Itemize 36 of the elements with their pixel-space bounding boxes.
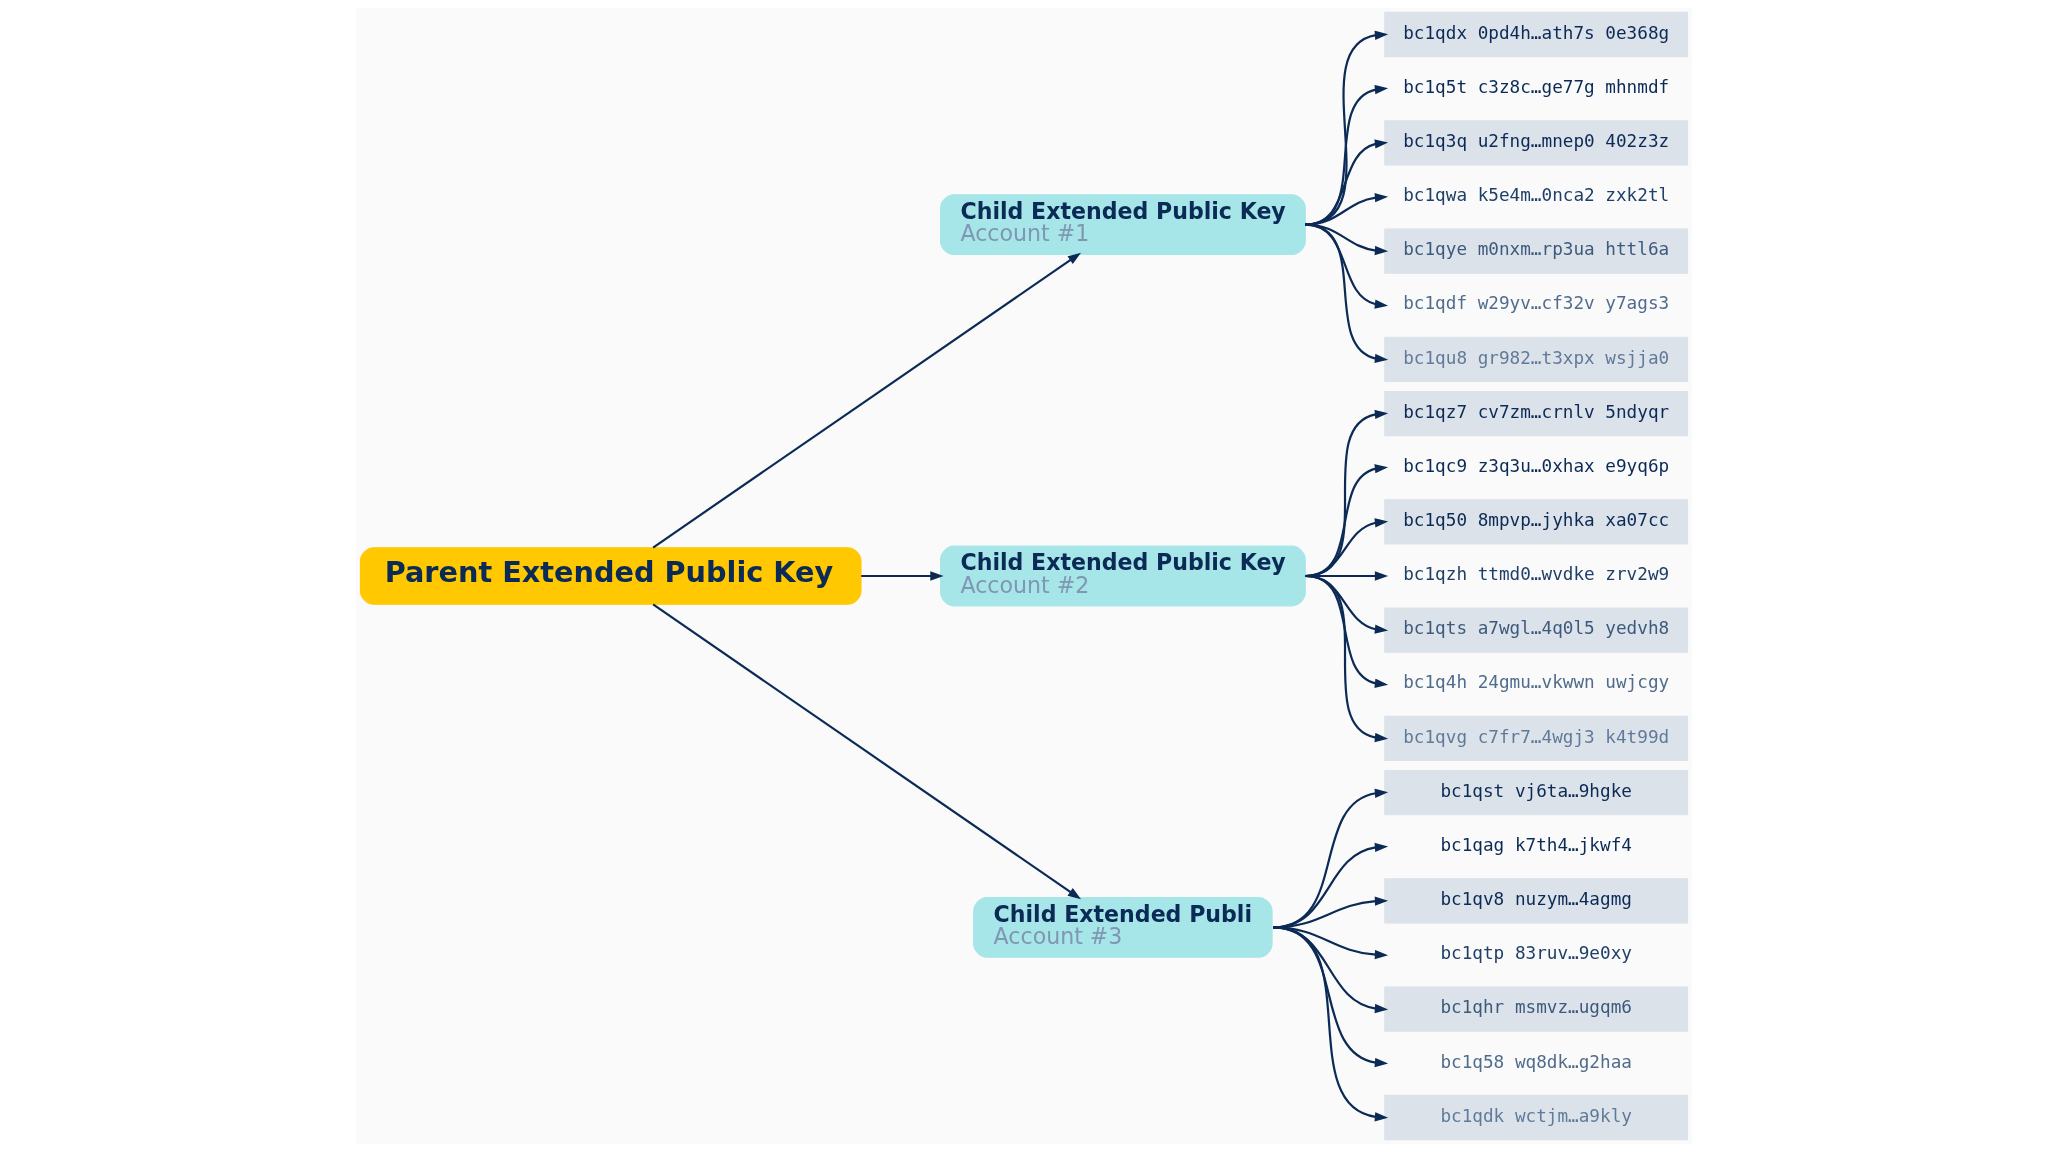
arrow [652,603,1082,900]
node-box: bc1q3q u2fng…mnep0 402z3z [1384,120,1689,166]
node-box: bc1qv8 nuzym…4agmg [1384,878,1689,924]
node-box: Child Extended Public Key Account #2 [940,545,1306,607]
node-box: bc1qye m0nxm…rp3ua httl6a [1384,228,1689,274]
node-box: bc1qst vj6ta…9hgke [1384,769,1689,816]
node-box: bc1qdx 0pd4h…ath7s 0e368g [1384,11,1689,58]
node-box: bc1qhr msmvz…ugqm6 [1384,986,1689,1032]
arrow [1305,192,1389,226]
node-text: bc1qc9 z3q3u…0xhax e9yq6p [1403,455,1670,476]
node-text: bc1q5t c3z8c…ge77g mhnmdf [1403,76,1670,97]
node-box: bc1q50 8mpvp…jyhka xa07cc [1384,499,1689,545]
arrow [1305,85,1389,226]
arrow [1305,30,1389,226]
node-box: bc1qz7 cv7zm…crnlv 5ndyqr [1384,390,1689,437]
arrow [861,571,944,581]
node-box: Child Extended Publi Account #3 [973,897,1273,958]
node-box: Parent Extended Public Key [359,547,862,605]
node-text: bc1q58 wq8dk…g2haa [1440,1051,1632,1072]
arrow [652,252,1082,549]
node-box: bc1qvg c7fr7…4wgj3 k4t99d [1384,715,1689,762]
node-text: bc1qzh ttmd0…wvdke zrv2w9 [1403,564,1670,585]
arrow [1305,574,1389,743]
node-box: bc1qdk wctjm…a9kly [1384,1094,1689,1141]
node-text: bc1qag k7th4…jkwf4 [1440,834,1632,855]
arrow [1273,926,1389,1122]
node-text: bc1qtp 83ruv…9e0xy [1440,943,1632,964]
node-text: bc1qdf w29yv…cf32v y7ags3 [1403,293,1670,314]
node-box: bc1qts a7wgl…4q0l5 yedvh8 [1384,607,1689,653]
arrow [1305,139,1389,226]
node-text: bc1qwa k5e4m…0nca2 zxk2tl [1403,185,1670,206]
node-text: bc1q4h 24gmu…vkwwn uwjcgy [1403,672,1670,693]
node-box: bc1qu8 gr982…t3xpx wsjja0 [1384,336,1689,383]
arrow [1305,223,1389,364]
node-box: Child Extended Public Key Account #1 [940,194,1306,255]
arrow [1305,223,1389,309]
